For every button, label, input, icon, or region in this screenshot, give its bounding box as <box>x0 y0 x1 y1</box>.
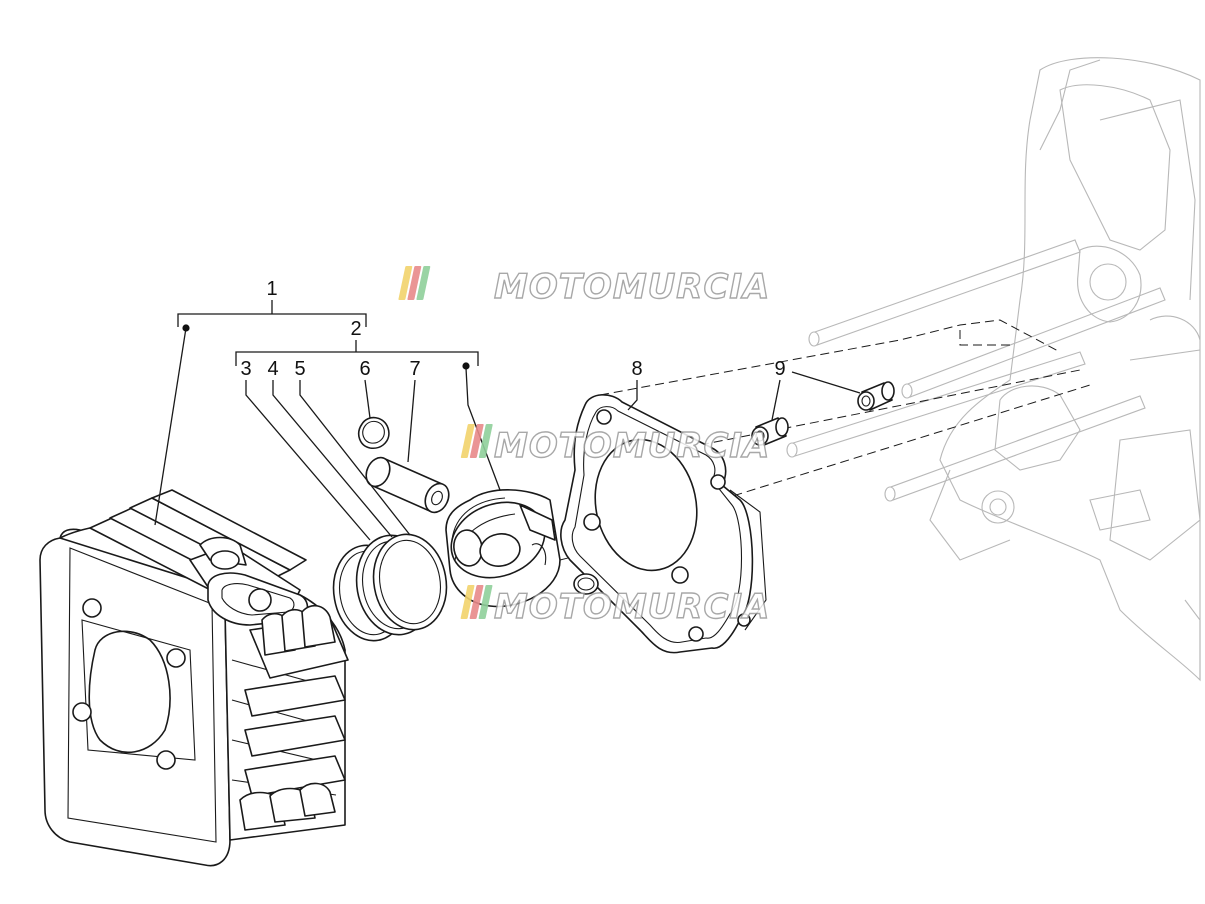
piston-pin-circlip <box>358 416 390 450</box>
cylinder-base-gasket <box>560 394 767 654</box>
watermark-stripe-2 <box>407 266 422 300</box>
watermark-stripe-1 <box>460 585 475 619</box>
engine-crankcase-ghost <box>929 57 1201 682</box>
watermark-stripe-1 <box>460 424 475 458</box>
callout-1: 1 <box>266 278 277 300</box>
watermark-stripe-1 <box>398 266 413 300</box>
callout-numbers: 1 2 3 4 5 6 7 8 9 <box>240 278 785 380</box>
watermark-stripe-2 <box>469 424 484 458</box>
cylinder-cooling-fins <box>89 489 309 626</box>
callout-8: 8 <box>631 358 642 380</box>
callout-4: 4 <box>267 358 278 380</box>
watermark-text: MOTOMURCIA <box>494 426 770 466</box>
callout-5: 5 <box>294 358 305 380</box>
callout-3: 3 <box>240 358 251 380</box>
callout-7: 7 <box>409 358 420 380</box>
piston <box>445 489 561 608</box>
watermark-text: MOTOMURCIA <box>494 587 770 627</box>
callout-dots <box>182 324 470 370</box>
watermark-stripe-3 <box>478 424 493 458</box>
watermark-stripe-3 <box>478 585 493 619</box>
watermark-middle: MOTOMURCIA <box>460 424 770 467</box>
watermark-stripe-3 <box>416 266 431 300</box>
watermark-stripe-2 <box>469 585 484 619</box>
watermark-text: MOTOMURCIA <box>494 267 770 307</box>
dowel-pin-lower <box>751 417 789 446</box>
piston-rings <box>332 533 448 642</box>
cylinder-side-fins <box>239 604 349 831</box>
cylinder-studs-ghost <box>786 239 1166 502</box>
piston-pin <box>365 456 450 514</box>
callout-leaders <box>154 300 861 541</box>
callout-9: 9 <box>774 358 785 380</box>
callout-6: 6 <box>359 358 370 380</box>
small-o-ring <box>573 573 599 595</box>
dowel-pin-upper <box>857 381 895 411</box>
callout-2: 2 <box>350 318 361 340</box>
watermark-bottom: MOTOMURCIA <box>460 585 770 628</box>
watermark-top: MOTOMURCIA <box>398 266 770 308</box>
